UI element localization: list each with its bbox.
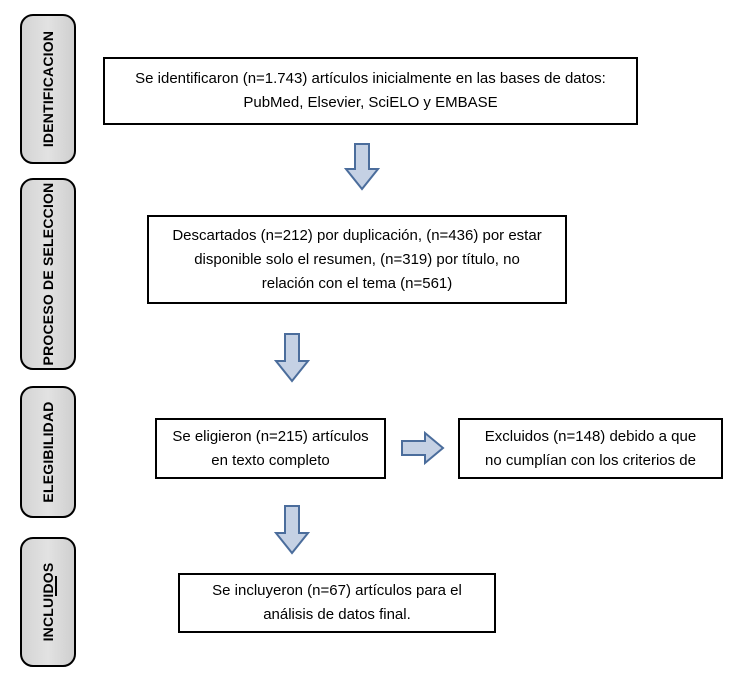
included-box: Se incluyeron (n=67) artículos para el a… [178,573,496,633]
identified-box: Se identificaron (n=1.743) artículos ini… [103,57,638,125]
excluded-text: Excluidos (n=148) debido a que no cumplí… [484,427,697,469]
incluidos-underline [55,576,57,596]
phase-incluidos-label: INCLUIDOS [40,562,56,642]
arrow-right [401,431,445,465]
phase-identificacion-label: IDENTIFICACION [40,30,56,148]
phase-seleccion: PROCESO DE SELECCION [20,178,76,370]
discarded-text: Descartados (n=212) por duplicación, (n=… [172,226,542,292]
arrow-down-2 [274,333,310,383]
eligible-box: Se eligieron (n=215) artículos en texto … [155,418,386,479]
identified-text: Se identificaron (n=1.743) artículos ini… [135,70,606,111]
arrow-down-1 [344,143,380,191]
phase-elegibilidad: ELEGIBILIDAD [20,386,76,518]
included-text: Se incluyeron (n=67) artículos para el a… [212,582,462,623]
phase-elegibilidad-label: ELEGIBILIDAD [40,401,56,503]
phase-incluidos: INCLUIDOS [20,537,76,667]
arrow-down-3 [274,505,310,555]
discarded-box: Descartados (n=212) por duplicación, (n=… [147,215,567,304]
eligible-text: Se eligieron (n=215) artículos en texto … [172,427,369,469]
phase-seleccion-label: PROCESO DE SELECCION [40,182,56,366]
phase-identificacion: IDENTIFICACION [20,14,76,164]
excluded-box: Excluidos (n=148) debido a que no cumplí… [458,418,723,479]
